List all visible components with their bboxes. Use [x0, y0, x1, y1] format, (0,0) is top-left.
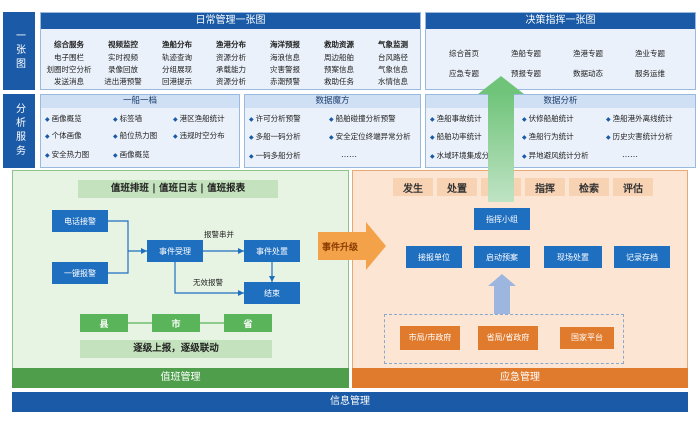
analysis-service-label: 分析服务: [3, 94, 35, 168]
command-group-box[interactable]: 指挥小组: [474, 208, 530, 230]
tag-search[interactable]: 检索: [569, 178, 609, 196]
onsite-box[interactable]: 现场处置: [544, 246, 602, 268]
archive-box[interactable]: 记录存档: [614, 246, 670, 268]
daily-col-4: 渔港分布资源分析承载能力资源分析: [216, 40, 246, 86]
daily-col-3: 渔船分布轨迹查询分组展现回港提示: [162, 40, 192, 86]
list-item: 水域环境集成分析: [430, 150, 497, 161]
alarm-key-box[interactable]: 一键报警: [52, 262, 108, 284]
decision-item[interactable]: 数据动态: [573, 69, 603, 78]
invalid-alarm-label: 无效报警: [193, 278, 223, 287]
list-item: 违规时空分布: [173, 130, 225, 141]
list-item: 船舶功率统计: [430, 131, 482, 142]
tag-evaluate[interactable]: 评估: [613, 178, 653, 196]
up-arrow-shaft: [488, 92, 514, 202]
daily-col-1: 综合服务电子围栏划圈时空分析发送消息: [46, 40, 92, 86]
list-item: 伏修船舶统计: [522, 113, 574, 124]
slogan: 逐级上报，逐级联动: [80, 340, 272, 358]
upgrade-arrow-head: [366, 222, 386, 270]
tag-handle[interactable]: 处置: [437, 178, 477, 196]
national-box[interactable]: 国家平台: [560, 327, 614, 349]
daily-title: 日常管理一张图: [41, 13, 420, 29]
list-item: 历史灾害统计分析: [606, 131, 673, 142]
data-magic-title: 数据魔方: [245, 95, 420, 108]
one-ship-title: 一船一档: [41, 95, 239, 108]
list-item: 船位热力图: [113, 130, 158, 141]
emergency-footer: 应急管理: [352, 368, 688, 388]
one-ship-panel: 一船一档 画像概览 标签墙 港区渔船统计 个体画像 船位热力图 违规时空分布 安…: [40, 94, 240, 168]
info-mgmt-bar: 信息管理: [12, 392, 688, 412]
city-box: 市: [152, 314, 200, 332]
receive-unit-box[interactable]: 接报单位: [406, 246, 462, 268]
list-item: 画像概览: [113, 149, 150, 160]
list-item: 安全热力图: [45, 149, 90, 160]
alarm-merge-label: 报警串并: [204, 230, 234, 239]
decision-item[interactable]: 渔业专题: [635, 49, 665, 58]
list-item: 渔船事故统计: [430, 113, 482, 124]
list-item: 一码多船分析: [249, 150, 301, 161]
list-item: 渔船港外离线统计: [606, 113, 673, 124]
list-item: 多船一码分析: [249, 131, 301, 142]
list-item: 许可分析预警: [249, 113, 301, 124]
more-ellipsis: ……: [341, 150, 357, 159]
duty-banner[interactable]: 值班排班 | 值班日志 | 值班报表: [78, 180, 278, 198]
event-accept-box[interactable]: 事件受理: [147, 240, 203, 262]
one-chart-label: 一张图: [3, 12, 35, 90]
list-item: 港区渔船统计: [173, 113, 225, 124]
decision-item[interactable]: 综合首页: [449, 49, 479, 58]
gov-region: [384, 314, 624, 364]
up-arrow-head: [478, 76, 524, 94]
prov-gov-box[interactable]: 省局/省政府: [478, 326, 538, 350]
list-item: 画像概览: [45, 113, 82, 124]
decision-panel: 决策指挥一张图 综合首页 渔船专题 渔港专题 渔业专题 应急专题 预报专题 数据…: [425, 12, 696, 90]
upgrade-label: 事件升级: [322, 243, 359, 253]
list-item: 船舶碰撞分析预警: [329, 113, 396, 124]
city-gov-box[interactable]: 市局/市政府: [400, 326, 460, 350]
finish-box[interactable]: 结束: [244, 282, 300, 304]
decision-item[interactable]: 预报专题: [511, 69, 541, 78]
decision-item[interactable]: 服务运维: [635, 69, 665, 78]
upgrade-arrow: [318, 232, 368, 260]
decision-item[interactable]: 渔船专题: [511, 49, 541, 58]
decision-item[interactable]: 应急专题: [449, 69, 479, 78]
tag-command[interactable]: 指挥: [525, 178, 565, 196]
tag-occur[interactable]: 发生: [393, 178, 433, 196]
more-ellipsis: ……: [622, 150, 638, 159]
daily-col-5: 海洋预报海浪信息灾害警报赤潮预警: [270, 40, 300, 86]
duty-footer: 值班管理: [12, 368, 349, 388]
list-item: 异地避风统计分析: [522, 150, 589, 161]
emergency-panel: [352, 170, 688, 388]
event-handle-box[interactable]: 事件处置: [244, 240, 300, 262]
decision-item[interactable]: 渔港专题: [573, 49, 603, 58]
list-item: 渔船行为统计: [522, 131, 574, 142]
blue-up-arrow: [494, 286, 510, 314]
list-item: 安全定位终端异常分析: [329, 131, 411, 142]
blue-up-arrow-head: [488, 274, 516, 286]
province-box: 省: [224, 314, 272, 332]
start-plan-box[interactable]: 启动预案: [474, 246, 530, 268]
county-box: 县: [80, 314, 128, 332]
daily-col-2: 视频监控实时视频录像回放进出港预警: [104, 40, 142, 86]
daily-col-7: 气象监测台风路径气象信息水情信息: [378, 40, 408, 86]
list-item: 个体画像: [45, 130, 82, 141]
daily-col-6: 救助资源周边船舶预案信息救助任务: [324, 40, 354, 86]
list-item: 标签墙: [113, 113, 143, 124]
alarm-phone-box[interactable]: 电话接警: [52, 210, 108, 232]
daily-panel: 日常管理一张图 综合服务电子围栏划圈时空分析发送消息 视频监控实时视频录像回放进…: [40, 12, 421, 90]
data-magic-panel: 数据魔方 许可分析预警 船舶碰撞分析预警 多船一码分析 安全定位终端异常分析 一…: [244, 94, 421, 168]
decision-title: 决策指挥一张图: [426, 13, 695, 29]
